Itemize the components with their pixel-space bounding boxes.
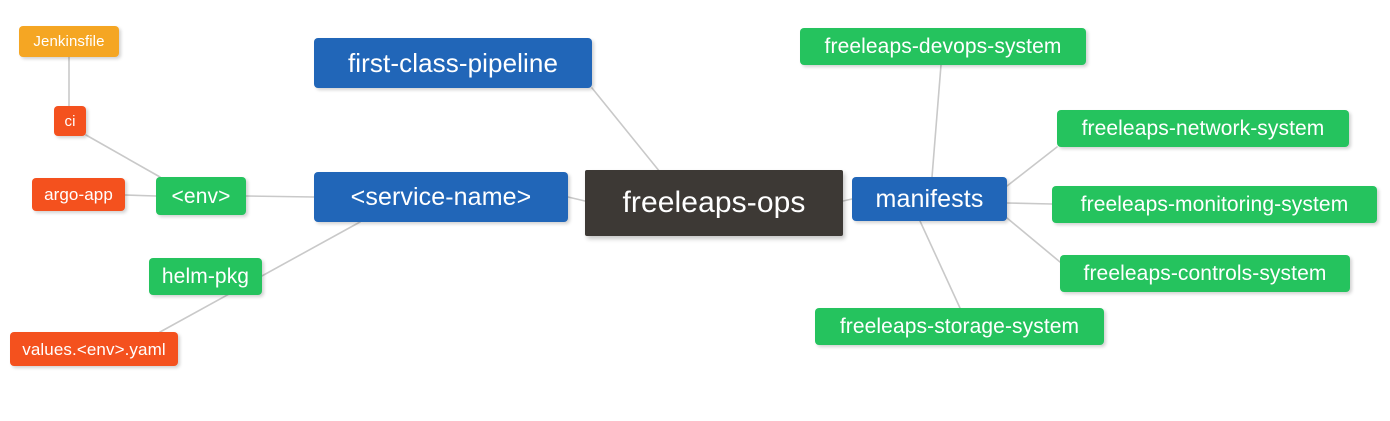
node-jenkinsfile[interactable]: Jenkinsfile <box>19 26 119 57</box>
edge-freeleaps-monitoring-system-to-manifests <box>1006 202 1053 205</box>
node-first-class-pipeline[interactable]: first-class-pipeline <box>314 38 592 88</box>
edge-freeleaps-network-system-to-manifests <box>1006 146 1058 187</box>
edge-env-to-service-name <box>245 195 315 198</box>
node-freeleaps-devops-system[interactable]: freeleaps-devops-system <box>800 28 1086 65</box>
node-ci[interactable]: ci <box>54 106 86 136</box>
node-helm-pkg[interactable]: helm-pkg <box>149 258 262 295</box>
edge-freeleaps-ops-to-manifests <box>842 198 853 202</box>
edge-service-name-to-freeleaps-ops <box>567 196 586 202</box>
node-freeleaps-network-system[interactable]: freeleaps-network-system <box>1057 110 1349 147</box>
edge-freeleaps-storage-system-to-manifests <box>919 220 961 309</box>
edge-freeleaps-controls-system-to-manifests <box>1006 217 1061 263</box>
node-freeleaps-storage-system[interactable]: freeleaps-storage-system <box>815 308 1104 345</box>
node-freeleaps-monitoring-system[interactable]: freeleaps-monitoring-system <box>1052 186 1377 223</box>
node-argo-app[interactable]: argo-app <box>32 178 125 211</box>
node-manifests[interactable]: manifests <box>852 177 1007 221</box>
node-freeleaps-ops[interactable]: freeleaps-ops <box>585 170 843 236</box>
edge-freeleaps-devops-system-to-manifests <box>931 64 942 178</box>
edge-argo-app-to-env <box>124 194 157 197</box>
node-freeleaps-controls-system[interactable]: freeleaps-controls-system <box>1060 255 1350 292</box>
edge-first-class-pipeline-to-freeleaps-ops <box>591 87 661 173</box>
edge-ci-to-env <box>85 134 161 178</box>
node-service-name[interactable]: <service-name> <box>314 172 568 222</box>
node-env[interactable]: <env> <box>156 177 246 215</box>
node-values-yaml[interactable]: values.<env>.yaml <box>10 332 178 366</box>
